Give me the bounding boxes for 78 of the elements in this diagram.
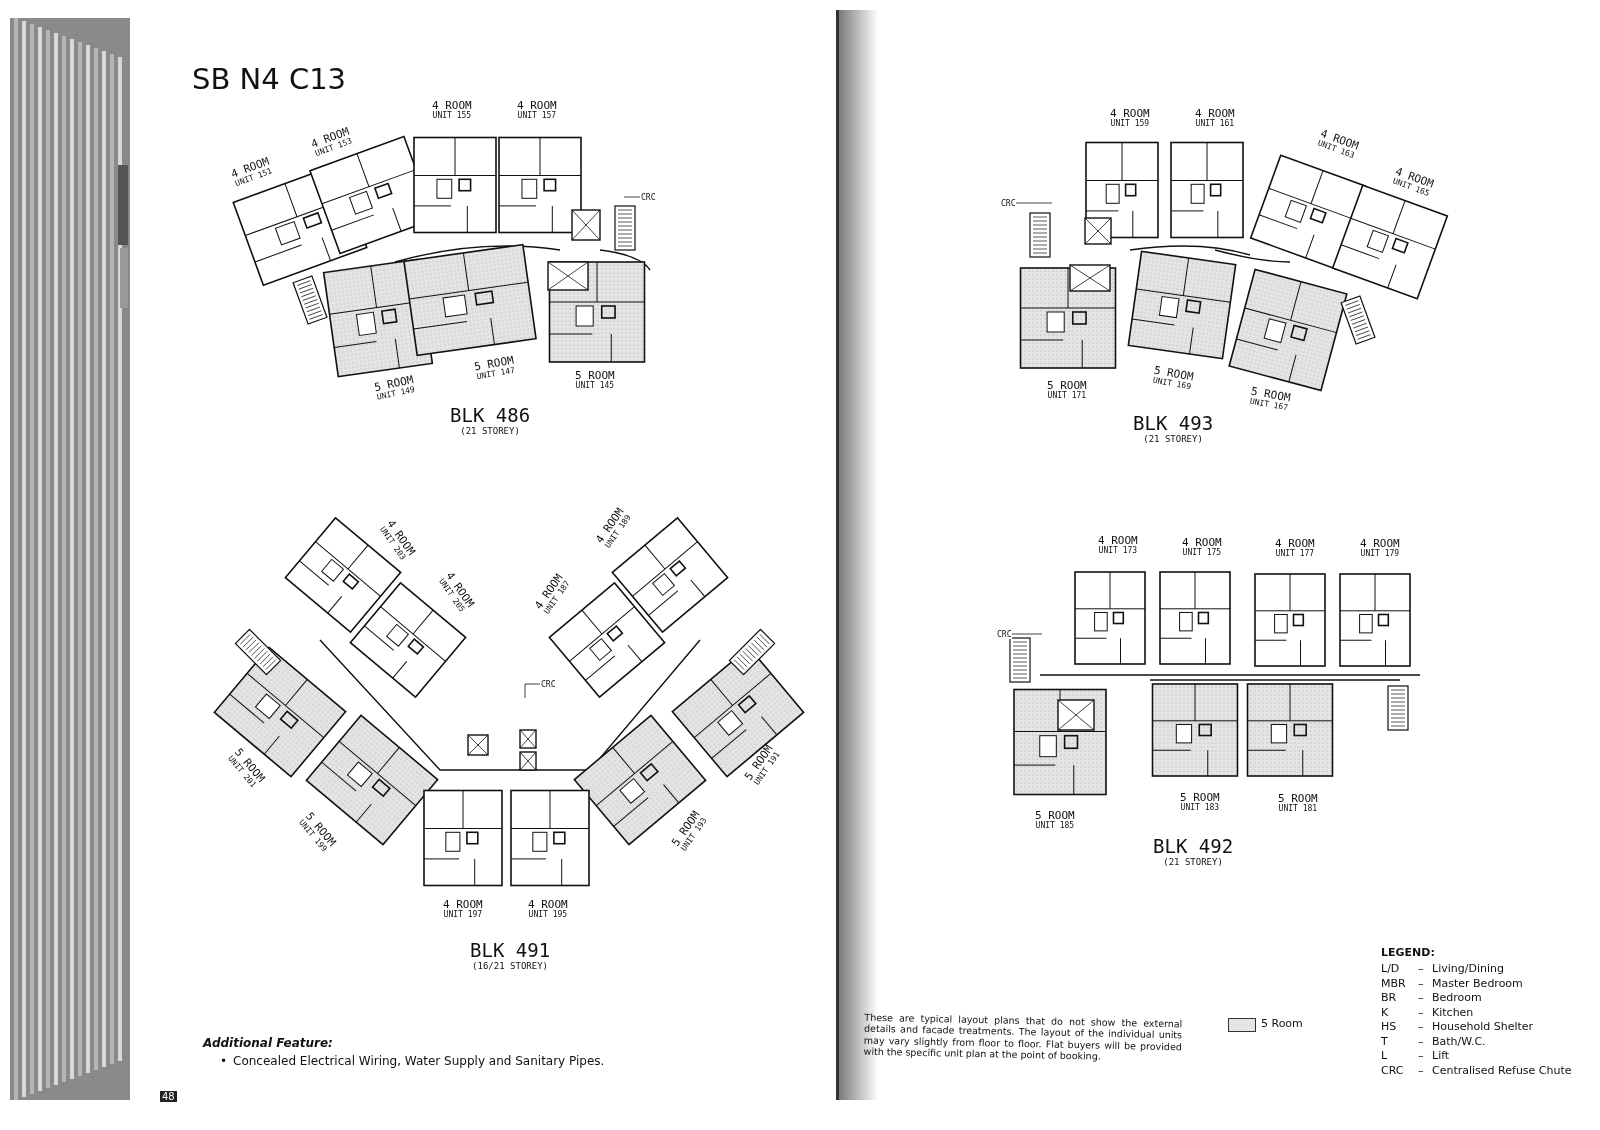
bullet-mark: • [220,1054,228,1068]
abbreviation-meaning: Centralised Refuse Chute [1432,1063,1572,1077]
dash-separator: – [1418,1034,1424,1048]
unit-number-label: UNIT 185 [1035,821,1075,831]
page-number: 48 [160,1091,177,1102]
legend-label: 5 Room [1261,1017,1303,1030]
unit-number-label: UNIT 183 [1180,803,1220,813]
leader-line [1015,202,1053,204]
room-type-label: 4 ROOM [1360,537,1400,550]
unit-number-label: UNIT 195 [528,910,568,920]
room-type-label: 5 ROOM [1180,791,1220,804]
unit-number-label: UNIT 161 [1195,119,1235,129]
block-name: BLK 492 [1153,835,1234,857]
unit-number-label: UNIT 173 [1098,546,1138,556]
note-heading: Additional Feature: [203,1036,333,1050]
page-title: SB N4 C13 [192,62,347,96]
room-type-label: 4 ROOM [1182,536,1222,549]
unit-number-label: UNIT 179 [1360,549,1400,559]
unit-number-label: UNIT 171 [1047,391,1087,401]
abbreviation-meaning: Bath/W.C. [1432,1034,1486,1048]
abbreviation: L [1381,1049,1388,1062]
unit-number-label: UNIT 177 [1275,549,1315,559]
room-type-label: 4 ROOM [1275,537,1315,550]
feature-item: Concealed Electrical Wiring, Water Supply and Sanitary Pipes. [233,1054,605,1068]
abbreviation-meaning: Lift [1432,1049,1450,1062]
abbreviation: L/D [1381,962,1400,975]
disclaimer-note: These are typical layout plans that do not show the external details and facade treatments. The layout of the individual units may vary slightly from floor to floor. Flat buyers will be provided with the specific unit plan at the point of booking. [863,1011,1183,1064]
dash-separator: – [1418,1020,1424,1033]
legend-heading: LEGEND: [1381,946,1435,959]
dash-separator: – [1418,1063,1424,1077]
room-type-label: 5 ROOM [1035,809,1075,822]
abbreviation-meaning: Living/Dining [1432,962,1504,975]
storey-label: (21 STOREY) [1162,857,1224,867]
abbreviation: MBR [1381,976,1406,990]
dash-separator: – [1418,976,1424,990]
room-type-label: 4 ROOM [528,898,568,911]
dash-separator: – [1418,1005,1424,1019]
leader-line [524,683,541,699]
room-type-label: 4 ROOM [1110,107,1150,120]
leader-line [623,196,641,198]
crc-label: CRC [540,679,557,689]
room-type-label: 5 ROOM [1278,792,1318,805]
dash-separator: – [1418,1049,1424,1062]
abbreviation: T [1381,1034,1388,1048]
room-type-label: 4 ROOM [1098,534,1138,547]
unit-number-label: UNIT 145 [575,381,615,391]
abbreviation: K [1381,1005,1389,1019]
crc-label: CRC [1000,198,1017,208]
storey-label: (16/21 STOREY) [471,961,549,971]
block-name: BLK 493 [1133,412,1214,434]
unit-number-label: UNIT 157 [517,111,557,121]
room-type-label: 4 ROOM [432,99,472,112]
unit-number-label: UNIT 159 [1110,119,1150,129]
abbreviation-meaning: Household Shelter [1432,1020,1534,1033]
room-type-label: 5 ROOM [575,369,615,382]
abbreviation-meaning: Bedroom [1432,991,1482,1004]
room-type-label: 4 ROOM [443,898,483,911]
abbreviation-meaning: Kitchen [1432,1005,1474,1019]
storey-label: (21 STOREY) [1142,434,1204,444]
dash-separator: – [1418,991,1424,1004]
unit-number-label: UNIT 155 [432,111,472,121]
abbreviation: BR [1381,991,1397,1004]
room-type-label: 4 ROOM [1195,107,1235,120]
room-type-label: 5 ROOM [1047,379,1087,392]
storey-label: (21 STOREY) [459,426,521,436]
crc-label: CRC [640,192,657,202]
crc-label: CRC [996,629,1013,639]
unit-number-label: UNIT 181 [1278,804,1318,814]
room-type-label: 4 ROOM [517,99,557,112]
unit-number-label: UNIT 175 [1182,548,1222,558]
unit-number-label: UNIT 197 [443,910,483,920]
abbreviation: HS [1381,1020,1397,1033]
abbreviation-meaning: Master Bedroom [1432,976,1523,990]
dash-separator: – [1418,962,1424,975]
block-name: BLK 486 [450,404,531,426]
leader-line [1011,633,1043,635]
block-name: BLK 491 [470,939,551,961]
abbreviation: CRC [1381,1063,1404,1077]
